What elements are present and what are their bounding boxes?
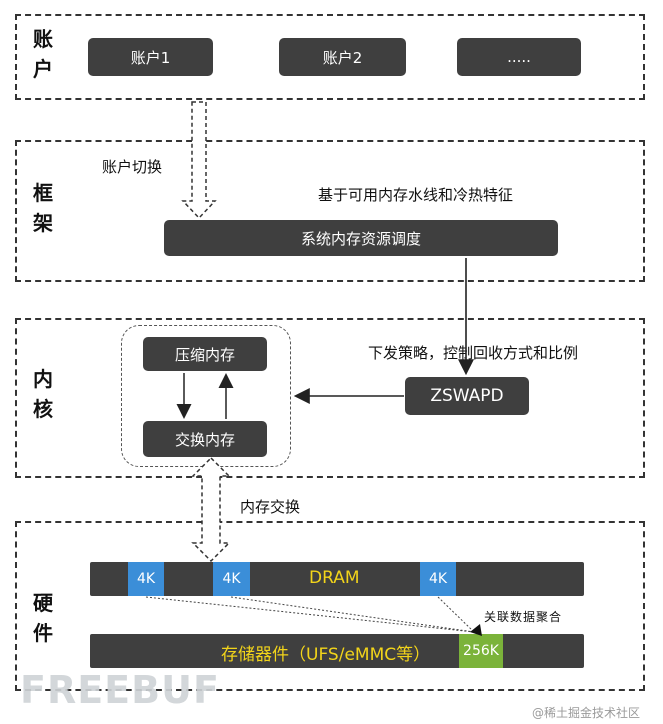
hardware-label-char-1: 硬 [33,591,53,615]
zswapd-box: ZSWAPD [405,377,529,415]
watermark-logo: FREEBUF [20,668,220,712]
framework-label-char-1: 框 [33,181,53,205]
account-more-box: ..... [457,38,581,76]
hardware-layer-label: 硬 件 [28,588,58,652]
kernel-label-char-1: 内 [33,367,53,391]
framework-label-char-2: 架 [33,211,53,235]
kernel-layer-label: 内 核 [28,364,58,428]
memory-exchange-note: 内存交换 [240,498,301,516]
account-label-char-1: 账 [33,27,53,51]
kernel-layer [15,318,645,478]
account-switch-note: 账户切换 [102,158,163,176]
swap-memory-box: 交换内存 [143,421,267,457]
framework-layer-label: 框 架 [28,178,58,242]
account-2-box: 账户2 [279,38,406,76]
aggregate-note: 关联数据聚合 [484,610,563,624]
kernel-label-char-2: 核 [33,397,53,421]
dram-4k-block-2: 4K [213,562,250,596]
dram-4k-block-1: 4K [128,562,164,596]
dram-bar [90,562,584,596]
hardware-label-char-2: 件 [33,621,53,645]
dram-label: DRAM [309,568,360,588]
system-memory-scheduler-box: 系统内存资源调度 [164,220,558,256]
compressed-memory-box: 压缩内存 [143,337,267,371]
account-label-char-2: 户 [33,57,53,81]
storage-label: 存储器件（UFS/eMMC等） [221,645,431,665]
storage-256k-block: 256K [459,634,503,668]
framework-layer [15,140,645,282]
watermark-credit: @稀土掘金技术社区 [532,706,641,720]
waterline-note: 基于可用内存水线和冷热特征 [318,186,514,204]
dram-4k-block-3: 4K [420,562,456,596]
account-layer-label-chars: 账 户 [28,24,58,84]
policy-note: 下发策略，控制回收方式和比例 [368,344,579,362]
account-1-box: 账户1 [88,38,213,76]
